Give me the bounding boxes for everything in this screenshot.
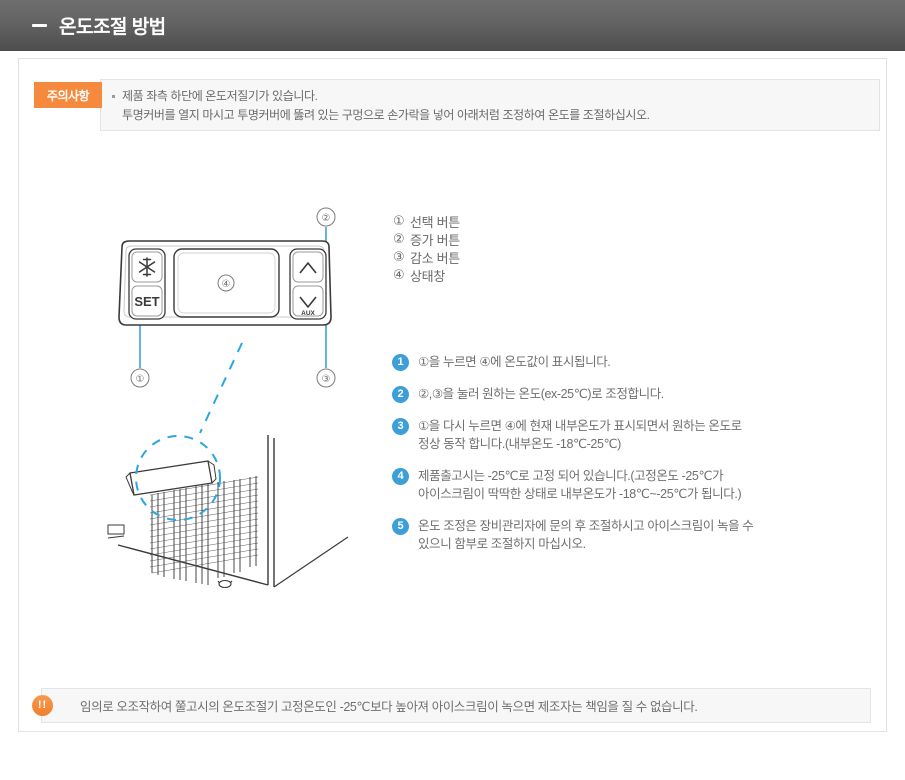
legend-label: 상태창 [410,268,445,284]
step-item: 5 온도 조정은 장비관리자에 문의 후 조절하시고 아이스크림이 녹을 수 있… [392,517,842,553]
callout-2: ② [316,207,336,227]
step-line: 정상 동작 합니다.(내부온도 -18℃-25℃) [418,437,621,451]
legend-item: ③ 감소 버튼 [393,248,593,266]
step-line: ①을 다시 누르면 ④에 현재 내부온도가 표시되면서 원하는 온도로 [418,419,742,433]
step-line: ①을 누르면 ④에 온도값이 표시됩니다. [418,355,611,369]
bottom-warning-text: 임의로 오조작하여 쭐고시의 온도조절기 고정온도인 -25℃보다 높아져 아이… [80,700,698,714]
bottom-warning: 임의로 오조작하여 쭐고시의 온도조절기 고정온도인 -25℃보다 높아져 아이… [32,688,872,723]
legend-label: 감소 버튼 [410,250,460,266]
aux-label: AUX [301,310,315,317]
legend-number: ③ [393,249,405,264]
dash-icon [32,24,47,27]
status-display: ④ [173,248,280,318]
callout-3: ③ [316,368,336,388]
callout-1: ① [130,368,150,388]
right-button-group: AUX [289,248,327,320]
step-item: 3 ①을 다시 누르면 ④에 현재 내부온도가 표시되면서 원하는 온도로 정상… [392,417,842,453]
step-text: ①을 누르면 ④에 온도값이 표시됩니다. [418,353,611,371]
legend-item: ④ 상태창 [393,266,593,284]
step-number-badge: 5 [392,518,409,535]
callout-marker-1: ① [136,374,145,385]
set-button[interactable] [131,285,163,317]
step-item: 1 ①을 누르면 ④에 온도값이 표시됩니다. [392,353,842,371]
callout-marker-2: ② [322,213,331,224]
legend-label: 선택 버튼 [410,214,460,230]
caution-notice-box [100,79,880,131]
control-panel-illustration: SET ④ AUX ② ① [100,195,380,615]
decrease-button[interactable] [292,285,324,317]
caution-badge: 주의사항 [34,82,102,108]
step-number-badge: 1 [392,354,409,371]
step-number-badge: 4 [392,468,409,485]
step-line: ②,③을 눌러 원하는 온도(ex-25℃)로 조정합니다. [418,387,664,401]
legend-number: ① [393,213,405,228]
zoom-connector-line [199,342,243,434]
panel-legend: ① 선택 버튼 ② 증가 버튼 ③ 감소 버튼 ④ 상태창 [393,212,593,284]
caution-notice: 주의사항 제품 좌측 하단에 온도저질기가 있습니다. 투명커버를 열지 마시고… [34,79,880,131]
instruction-steps: 1 ①을 누르면 ④에 온도값이 표시됩니다. 2 ②,③을 눌러 원하는 온도… [392,353,842,567]
set-button-label: SET [134,294,159,309]
warning-exclamation-icon: !! [32,695,53,716]
step-item: 4 제품출고시는 -25℃로 고정 되어 있습니다.(고정온도 -25℃가 아이… [392,467,842,503]
page-title: 온도조절 방법 [59,17,166,38]
snowflake-icon [138,257,156,277]
callout-marker-3: ③ [322,374,331,385]
caution-notice-text: 제품 좌측 하단에 온도저질기가 있습니다. 투명커버를 열지 마시고 투명커버… [112,87,872,125]
callout-marker-4: ④ [222,279,231,290]
bottom-warning-box: 임의로 오조작하여 쭐고시의 온도조절기 고정온도인 -25℃보다 높아져 아이… [41,688,871,723]
increase-button[interactable] [292,251,324,283]
vent-grille [151,476,257,585]
freezer-bracket [107,524,125,539]
step-text: 온도 조정은 장비관리자에 문의 후 조절하시고 아이스크림이 녹을 수 있으니… [418,517,754,553]
freezer-illustration [107,435,349,589]
step-text: 제품출고시는 -25℃로 고정 되어 있습니다.(고정온도 -25℃가 아이스크… [418,467,742,503]
step-line: 제품출고시는 -25℃로 고정 되어 있습니다.(고정온도 -25℃가 [418,469,724,483]
illustration-svg: SET ④ AUX ② ① [107,207,349,589]
step-number-badge: 2 [392,386,409,403]
caution-line-2: 투명커버를 열지 마시고 투명커버에 뚫려 있는 구멍으로 손가락을 넣어 아래… [122,108,650,122]
step-line: 아이스크림이 딱딱한 상태로 내부온도가 -18℃~-25℃가 됩니다.) [418,487,742,501]
content-card [18,58,887,732]
step-number-badge: 3 [392,418,409,435]
vent-grille-slats [149,476,259,574]
arrow-up-icon [299,262,317,274]
step-text: ②,③을 눌러 원하는 온도(ex-25℃)로 조정합니다. [418,385,664,403]
legend-item: ① 선택 버튼 [393,212,593,230]
legend-label: 증가 버튼 [410,232,460,248]
step-line: 온도 조정은 장비관리자에 문의 후 조절하시고 아이스크림이 녹을 수 [418,519,754,533]
page-header: 온도조절 방법 [0,0,905,51]
legend-item: ② 증가 버튼 [393,230,593,248]
highlight-circle [135,435,221,521]
left-button-group: SET [128,248,166,320]
caution-line-1: 제품 좌측 하단에 온도저질기가 있습니다. [112,87,872,106]
arrow-down-icon [299,296,317,308]
freezer-caster [217,579,233,589]
step-text: ①을 다시 누르면 ④에 현재 내부온도가 표시되면서 원하는 온도로 정상 동… [418,417,742,453]
legend-number: ② [393,231,405,246]
legend-number: ④ [393,267,405,282]
step-item: 2 ②,③을 눌러 원하는 온도(ex-25℃)로 조정합니다. [392,385,842,403]
step-line: 있으니 함부로 조절하지 마십시오. [418,537,586,551]
freezer-control-box [129,460,213,496]
